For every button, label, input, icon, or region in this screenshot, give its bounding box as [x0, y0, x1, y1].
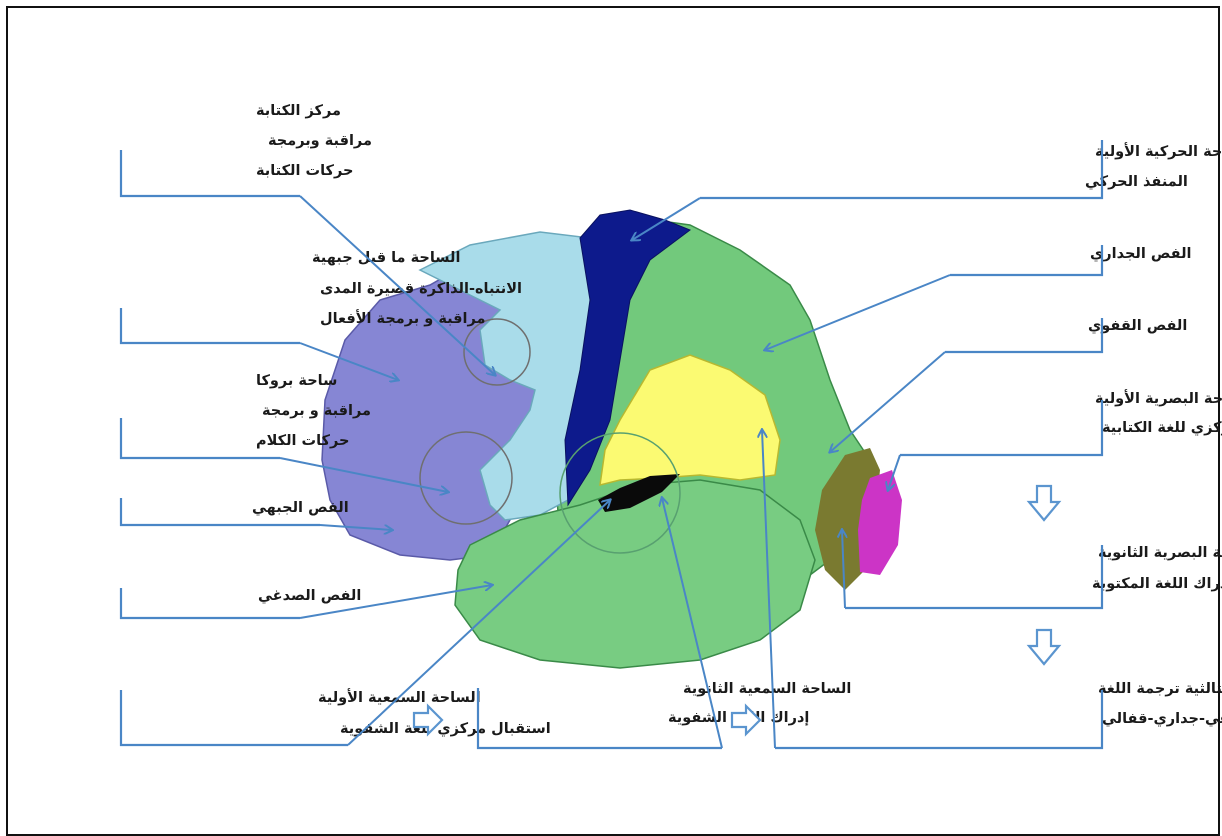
- broca-label-3: حركات الكلام: [256, 433, 349, 449]
- tertiary-area-label-2: تصالب-صدغي-جداري-قفالي: [1102, 711, 1222, 728]
- primary-motor-label-2: المنفذ الحركي: [1085, 174, 1188, 190]
- temporal-lobe-label: الفص الصدغي: [258, 588, 361, 604]
- arrow-occipital: [830, 352, 945, 452]
- secondary-visual-label-2: إدراك اللغة المكتوبة: [1092, 576, 1222, 592]
- premotor-label-1: الساحة ما قبل جبهية: [312, 250, 460, 266]
- writing-center-label-1: مركز الكتابة: [256, 103, 341, 119]
- secondary-visual-label-1: الساحة البصرية الثانوية: [1098, 545, 1222, 561]
- broca-label-1: ساحة بروكا: [256, 373, 337, 389]
- frontal-lobe-label: الفص الجبهي: [252, 500, 349, 516]
- flow-down-arrow-icon: [1029, 630, 1059, 664]
- parietal-lobe-label: الفص الجداري: [1090, 246, 1192, 263]
- broca-label-2: مراقبة و برمجة: [262, 403, 371, 419]
- bracket-premotor: [121, 308, 300, 343]
- bracket-tertiary: [775, 690, 1102, 748]
- tertiary-area-label-1: الساحة الثالثية ترجمة اللغة: [1098, 681, 1222, 697]
- premotor-label-3: مراقبة و برمجة الأفعال: [320, 309, 486, 327]
- bracket-primary-visual: [900, 400, 1102, 455]
- primary-visual-label-1: الساحة البصرية الأولية: [1095, 389, 1222, 407]
- bracket-primary-motor: [700, 140, 1102, 198]
- flow-down-arrow-icon: [1029, 486, 1059, 520]
- primary-visual-label-2: استقبال مركزي للغة الكتابية: [1102, 420, 1222, 437]
- premotor-label-2: الانتباه-الذاكرة قصيرة المدى: [320, 281, 522, 297]
- bracket-parietal: [950, 245, 1102, 275]
- primary-motor-label-1: الساحة الحركية الأولية: [1095, 142, 1222, 160]
- writing-center-label-3: حركات الكتابة: [256, 163, 353, 179]
- brain-language-areas-diagram: مركز الكتابة مراقبة وبرمجة حركات الكتابة…: [0, 0, 1222, 814]
- bracket-primary-auditory: [121, 690, 348, 745]
- bracket-occipital: [945, 318, 1102, 352]
- right-labels: الساحة الحركية الأولية المنفذ الحركي الف…: [1085, 142, 1222, 728]
- writing-center-label-2: مراقبة وبرمجة: [268, 133, 372, 149]
